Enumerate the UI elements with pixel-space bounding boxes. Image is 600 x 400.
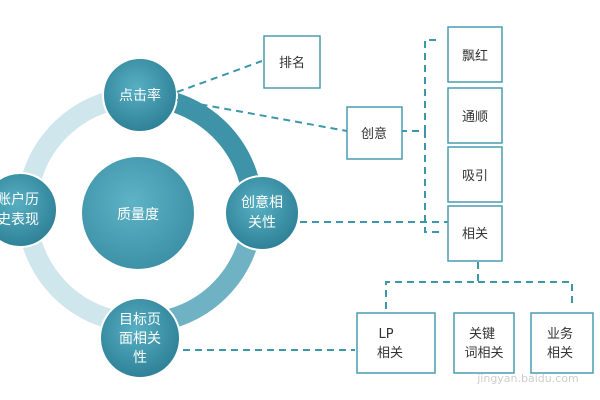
box-ranking-label: 排名	[279, 55, 305, 71]
connector-click-to-ranking	[176, 60, 263, 93]
box-creative-label: 创意	[361, 126, 387, 142]
connector-xiangguan-right	[478, 281, 573, 305]
box-xiangguan-label: 相关	[462, 227, 488, 242]
watermark-text: jingyan.baidu.com	[476, 372, 579, 385]
node-creative-relevance: 创意相 关性	[224, 175, 300, 251]
box-xiyin-label: 吸引	[462, 169, 488, 184]
center-node: 质量度	[82, 157, 194, 269]
node-landing-relevance-line3: 性	[133, 350, 147, 366]
node-click-rate: 点击率	[102, 57, 178, 133]
box-keyword-relevance: 关键 词相关	[453, 312, 515, 374]
box-tongshun-label: 通顺	[462, 110, 488, 125]
box-tongshun: 通顺	[447, 87, 503, 144]
node-account-history-line2: 史表现	[0, 212, 39, 228]
box-ranking: 排名	[263, 35, 321, 89]
connector-creative-to-bracket	[400, 39, 440, 132]
node-account-history-line1: 账户历	[0, 191, 39, 208]
box-xiangguan: 相关	[447, 205, 503, 262]
box-lp-relevance: LP 相关	[356, 312, 436, 374]
box-business-relevance: 业务 相关	[530, 312, 594, 374]
box-keyword-line2: 词相关	[464, 346, 503, 361]
box-keyword-line1: 关键	[469, 327, 495, 342]
connectors	[176, 39, 573, 351]
node-landing-relevance: 目标页 面相关 性	[99, 297, 181, 379]
connector-bracket-lower	[424, 131, 440, 233]
box-piaohong-label: 飘红	[462, 48, 488, 64]
connector-xiangguan-left	[385, 262, 479, 312]
node-landing-relevance-line1: 目标页	[119, 312, 161, 328]
node-creative-relevance-line1: 创意相	[241, 194, 283, 211]
node-creative-relevance-line2: 关性	[248, 215, 276, 231]
box-lp-line2: 相关	[377, 346, 403, 361]
box-business-line2: 相关	[547, 346, 573, 361]
connector-click-to-creative	[176, 99, 348, 132]
box-creative: 创意	[346, 106, 403, 160]
box-lp-line1: LP	[378, 327, 393, 342]
box-piaohong: 飘红	[447, 26, 503, 83]
box-business-line1: 业务	[547, 326, 573, 342]
box-xiyin: 吸引	[447, 146, 503, 203]
node-account-history: 账户历 史表现	[0, 172, 58, 248]
center-label: 质量度	[117, 207, 159, 223]
node-click-rate-label: 点击率	[119, 87, 161, 104]
node-landing-relevance-line2: 面相关	[119, 331, 161, 347]
